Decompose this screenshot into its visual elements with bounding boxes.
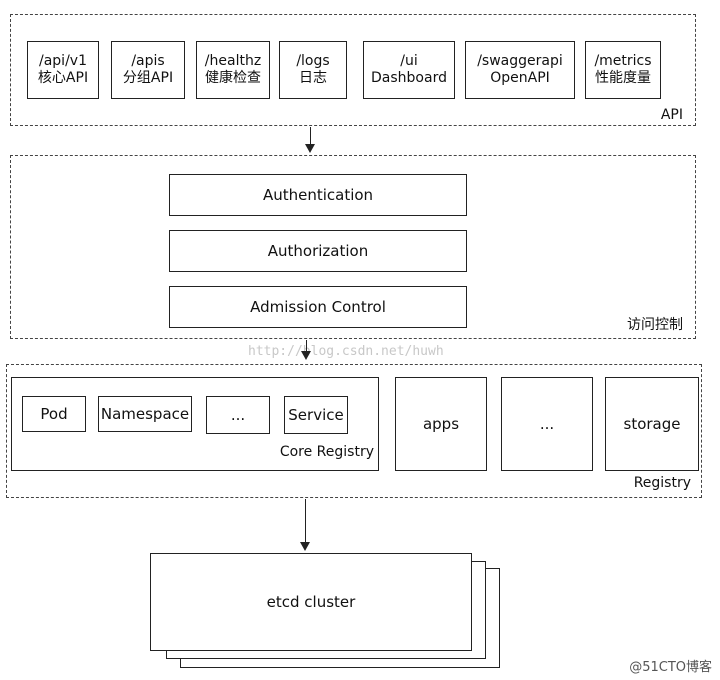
registry-apps: apps (395, 377, 487, 471)
api-item-logs: /logs 日志 (279, 41, 347, 99)
admission-control-box: Admission Control (169, 286, 467, 328)
api-item-swaggerapi: /swaggerapi OpenAPI (465, 41, 575, 99)
api-item-healthz: /healthz 健康检查 (196, 41, 270, 99)
watermark-text: http://blog.csdn.net/huwh (248, 344, 444, 359)
api-item-metrics: /metrics 性能度量 (585, 41, 661, 99)
registry-storage: storage (605, 377, 699, 471)
core-item-service: Service (284, 396, 348, 434)
core-registry-label: Core Registry (279, 444, 374, 460)
api-item-core: /api/v1 核心API (27, 41, 99, 99)
authentication-box: Authentication (169, 174, 467, 216)
authorization-box: Authorization (169, 230, 467, 272)
access-control-group: Authentication Authorization Admission C… (10, 155, 696, 339)
api-item-ui: /ui Dashboard (363, 41, 455, 99)
arrow-head-1 (305, 144, 315, 153)
source-credit: @51CTO博客 (629, 660, 712, 675)
api-item-groups: /apis 分组API (111, 41, 185, 99)
access-control-label: 访问控制 (627, 317, 683, 333)
arrow-api-to-access-control (310, 127, 311, 145)
registry-more: ... (501, 377, 593, 471)
core-item-more: ... (206, 396, 270, 434)
registry-group: Pod Namespace ... Service Core Registry … (6, 364, 702, 498)
arrow-registry-to-etcd (305, 499, 306, 543)
arrow-head-3 (300, 542, 310, 551)
arrow-access-control-to-registry (306, 340, 307, 352)
etcd-cluster-box: etcd cluster (150, 553, 472, 651)
core-registry-box: Pod Namespace ... Service Core Registry (11, 377, 379, 471)
registry-label: Registry (633, 475, 691, 491)
core-item-namespace: Namespace (98, 396, 192, 432)
api-group: /api/v1 核心API /apis 分组API /healthz 健康检查 … (10, 14, 696, 126)
core-item-pod: Pod (22, 396, 86, 432)
api-group-label: API (660, 107, 683, 123)
arrow-head-2 (301, 351, 311, 360)
